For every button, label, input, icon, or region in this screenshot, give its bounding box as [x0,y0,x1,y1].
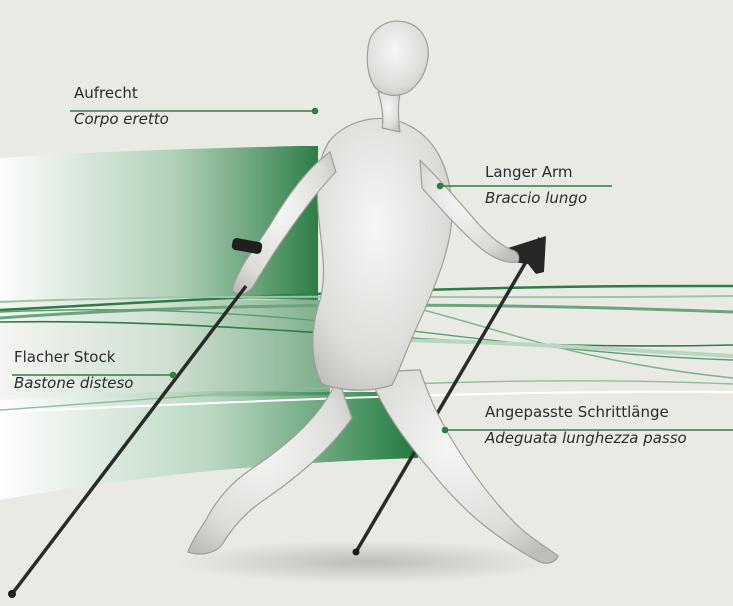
ground-shadow [175,540,555,584]
label-upright-de: Aufrecht [74,84,169,102]
label-stride: Angepasste Schrittlänge Adeguata lunghez… [485,403,687,447]
label-upright-it: Corpo eretto [74,110,169,128]
label-flat-pole: Flacher Stock Bastone disteso [14,348,133,392]
label-long-arm-de: Langer Arm [485,163,587,181]
motion-band-upper [0,146,318,300]
label-upright: Aufrecht Corpo eretto [74,84,169,128]
label-long-arm-it: Braccio lungo [485,189,587,207]
label-stride-it: Adeguata lunghezza passo [485,429,687,447]
label-flat-pole-it: Bastone disteso [14,374,133,392]
label-long-arm: Langer Arm Braccio lungo [485,163,587,207]
label-stride-de: Angepasste Schrittlänge [485,403,687,421]
motion-band-lower [0,391,418,500]
label-flat-pole-de: Flacher Stock [14,348,133,366]
